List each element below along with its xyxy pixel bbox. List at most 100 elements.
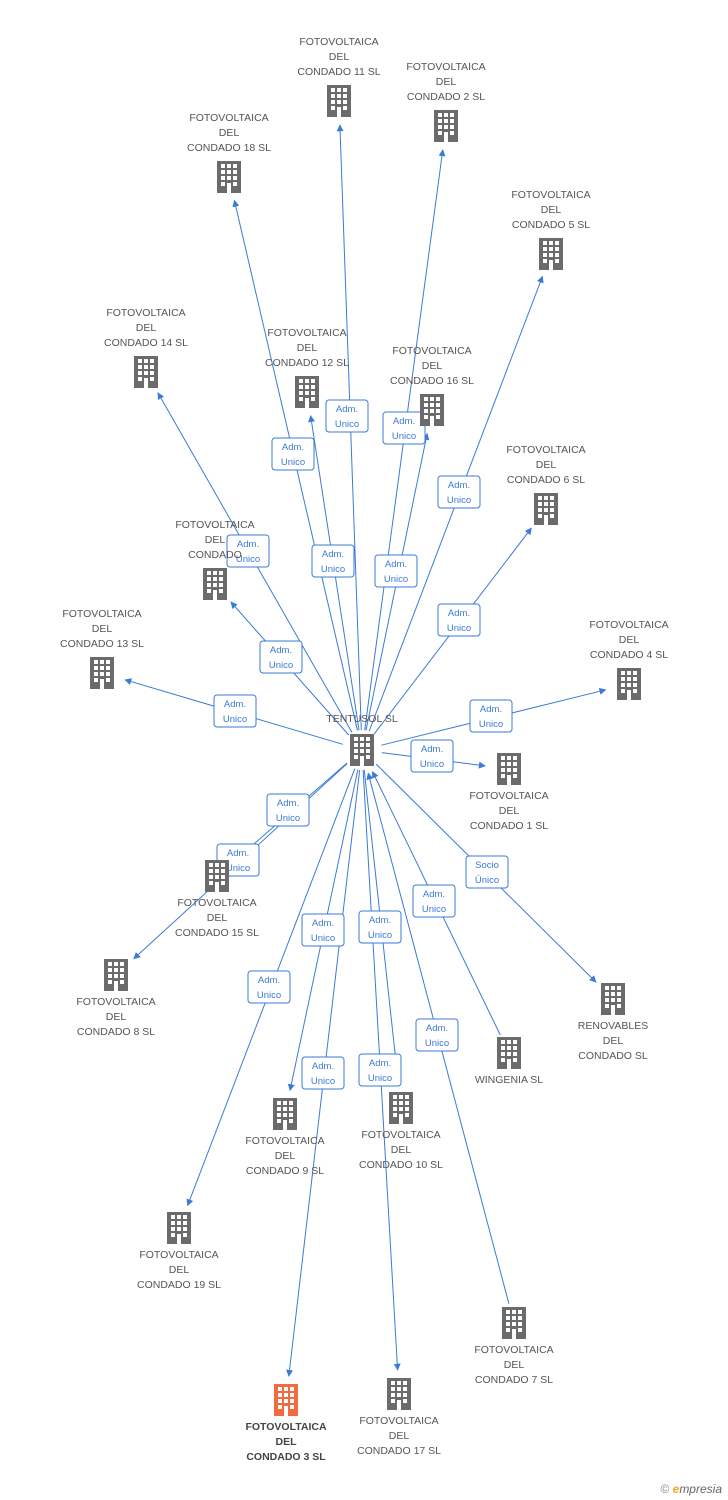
edge-label[interactable]: Adm.Unico	[415, 1018, 459, 1052]
edge-label-text: Unico	[447, 495, 471, 506]
edge-label-text: Unico	[223, 714, 247, 725]
company-name-line: DEL	[536, 459, 557, 471]
company-name-line: CONDADO 19 SL	[137, 1279, 221, 1291]
building-icon	[497, 753, 521, 785]
edge-label-box	[465, 855, 509, 889]
company-name-line: FOTOVOLTAICA	[406, 61, 485, 73]
edge-label-text: Adm.	[421, 744, 443, 755]
edge-label[interactable]: Adm.Unico	[325, 399, 369, 433]
edge-label[interactable]: Adm.Unico	[358, 910, 402, 944]
edge-label-box	[271, 437, 315, 471]
company-name-line: DEL	[504, 1359, 525, 1371]
edge-label[interactable]: Adm.Unico	[259, 640, 303, 674]
edge-label-box	[374, 554, 418, 588]
company-name-line: FOTOVOLTAICA	[299, 36, 378, 48]
company-name-line: CONDADO 7 SL	[475, 1374, 553, 1386]
company-name-line: CONDADO 3 SL	[246, 1451, 326, 1463]
edge-label-text: Adm.	[426, 1023, 448, 1034]
edge-label[interactable]: Adm.Unico	[311, 544, 355, 578]
building-icon	[217, 161, 241, 193]
company-name-line: CONDADO 8 SL	[77, 1026, 155, 1038]
edge-label-box	[358, 1053, 402, 1087]
company-name-line: CONDADO SL	[578, 1050, 648, 1062]
footer-brand[interactable]: © empresia	[660, 1482, 722, 1496]
company-name-line: CONDADO 6 SL	[507, 474, 585, 486]
company-name-line: CONDADO 15 SL	[175, 927, 259, 939]
company-name-line: DEL	[275, 1150, 296, 1162]
edge-label[interactable]: Adm.Unico	[226, 534, 270, 568]
edge-label-box	[301, 1056, 345, 1090]
edge-label-box	[325, 399, 369, 433]
building-icon	[327, 85, 351, 117]
edge-label-text: Adm.	[322, 549, 344, 560]
company-node-win[interactable]: WINGENIA SL	[475, 1037, 543, 1086]
company-name-line: DEL	[276, 1436, 298, 1448]
building-icon	[167, 1212, 191, 1244]
edge-label[interactable]: Adm.Unico	[271, 437, 315, 471]
company-name-line: FOTOVOLTAICA	[392, 345, 471, 357]
edge-label-box	[247, 970, 291, 1004]
company-name-line: RENOVABLES	[578, 1020, 648, 1032]
edge-label[interactable]: Adm. Unico	[437, 475, 481, 509]
edge-label-text: Adm.	[270, 645, 292, 656]
edge-label[interactable]: Adm.Unico	[382, 411, 426, 445]
edge-label-box	[437, 603, 481, 637]
edge-label[interactable]: Adm.Unico	[410, 739, 454, 773]
company-name-line: FOTOVOLTAICA	[177, 897, 256, 909]
edge-label[interactable]: Adm.Unico	[247, 970, 291, 1004]
company-name-line: FOTOVOLTAICA	[361, 1129, 440, 1141]
edge-label[interactable]: Adm.Unico	[301, 913, 345, 947]
edge-label-text: Adm.	[312, 918, 334, 929]
edge-label[interactable]: Adm.Unico	[437, 603, 481, 637]
edge-label[interactable]: Adm.Unico	[358, 1053, 402, 1087]
edge-label[interactable]: Adm.Unico	[469, 699, 513, 733]
company-name-line: FOTOVOLTAICA	[189, 112, 268, 124]
edge-label[interactable]: Adm.Unico	[374, 554, 418, 588]
company-name-line: CONDADO	[188, 549, 242, 561]
company-name-line: CONDADO 1 SL	[470, 820, 548, 832]
edge-label-text: Adm.	[448, 480, 470, 491]
company-name-line: FOTOVOLTAICA	[106, 307, 185, 319]
company-name-line: DEL	[136, 322, 157, 334]
company-node-center[interactable]: TENTUSOL SL	[326, 713, 398, 766]
edge-label[interactable]: Adm.Unico	[412, 884, 456, 918]
edge-label-text: Unico	[281, 457, 305, 468]
company-name-line: FOTOVOLTAICA	[511, 189, 590, 201]
building-icon	[350, 734, 374, 766]
edge-label-box	[311, 544, 355, 578]
copyright-symbol: ©	[660, 1482, 670, 1496]
company-name-line: FOTOVOLTAICA	[245, 1135, 324, 1147]
edge-label[interactable]: Adm.Unico	[213, 694, 257, 728]
edge-label[interactable]: Adm.Unico	[301, 1056, 345, 1090]
company-name-line: CONDADO 12 SL	[265, 357, 349, 369]
edge-label-text: Unico	[384, 574, 408, 585]
edge-label-box	[226, 534, 270, 568]
edge-label-text: Adm.	[369, 1058, 391, 1069]
company-name-line: DEL	[389, 1430, 410, 1442]
edge-label[interactable]: Adm.Unico	[266, 793, 310, 827]
edge-label-box	[358, 910, 402, 944]
